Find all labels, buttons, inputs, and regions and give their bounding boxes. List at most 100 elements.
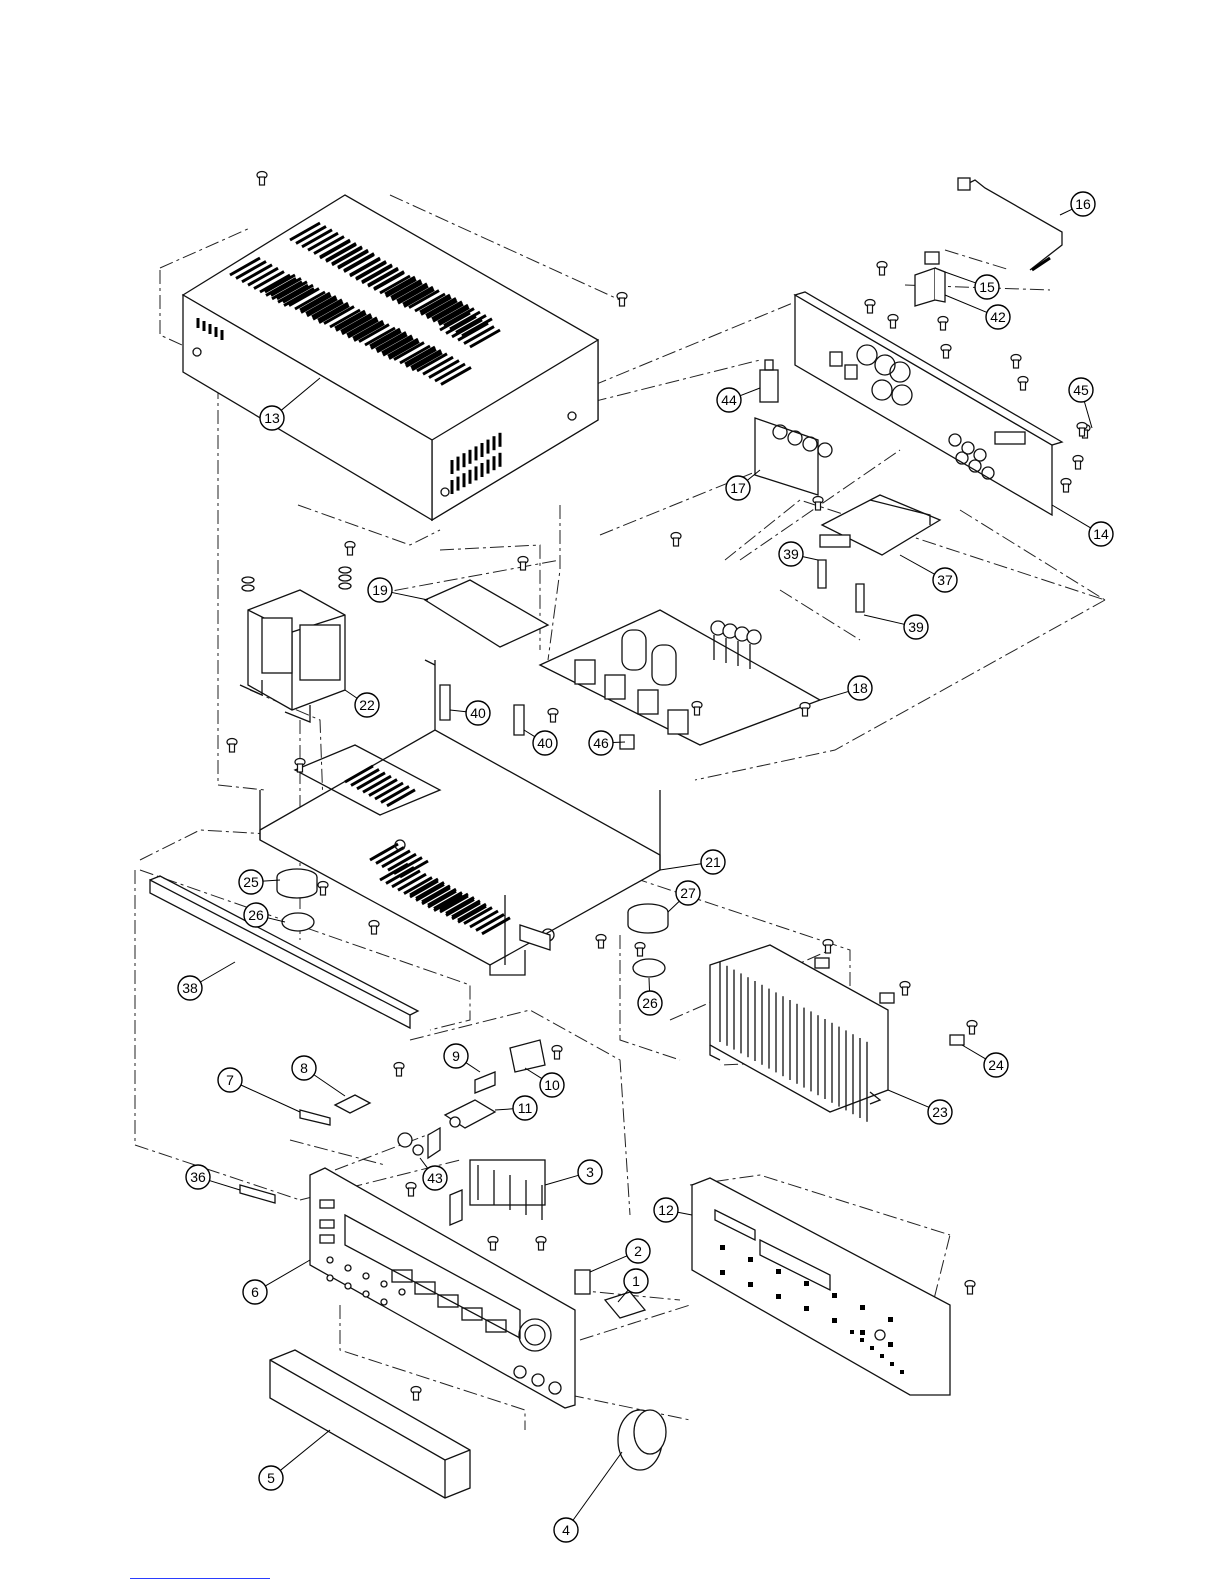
- board-component: [832, 1293, 837, 1298]
- callout-c42: 42: [945, 295, 1010, 329]
- board-component: [888, 1317, 893, 1322]
- panel-button: [363, 1273, 369, 1279]
- callout-label: 18: [852, 680, 868, 696]
- callout-label: 38: [182, 980, 198, 996]
- screw-icon: [877, 262, 887, 276]
- board-component: [870, 1346, 874, 1350]
- terminal-block-board: [755, 418, 832, 495]
- leader-line: [740, 388, 760, 396]
- sub-board: [820, 495, 940, 555]
- callout-label: 3: [586, 1164, 594, 1180]
- callout-c40a: 40: [450, 701, 490, 725]
- callout-c11: 11: [495, 1096, 537, 1120]
- callout-c17: 17: [726, 470, 760, 500]
- board-component: [860, 1305, 865, 1310]
- callout-c37: 37: [900, 555, 957, 592]
- screw-icon: [536, 1237, 546, 1251]
- callout-label: 12: [658, 1202, 674, 1218]
- board-component: [900, 1370, 904, 1374]
- callout-label: 44: [721, 392, 737, 408]
- leader-line: [900, 555, 935, 574]
- callout-label: 16: [1075, 196, 1091, 212]
- leader-line: [888, 1090, 929, 1107]
- leader-line: [241, 1085, 300, 1112]
- leader-line: [962, 1045, 986, 1059]
- screw-icon: [369, 921, 379, 935]
- callout-c26a: 26: [244, 903, 285, 927]
- main-chassis: [260, 660, 660, 975]
- board-component: [776, 1269, 781, 1274]
- callout-label: 1: [632, 1273, 640, 1289]
- panel-button: [399, 1289, 405, 1295]
- leader-line: [450, 710, 466, 712]
- panel-button: [327, 1275, 333, 1281]
- leader-line: [265, 1260, 310, 1286]
- callout-label: 8: [300, 1060, 308, 1076]
- screw-icon: [671, 533, 681, 547]
- panel-button: [363, 1291, 369, 1297]
- screw-icon: [1011, 355, 1021, 369]
- callout-c23: 23: [888, 1090, 952, 1124]
- callout-c39b: 39: [864, 615, 928, 639]
- callout-c45: 45: [1069, 378, 1093, 428]
- callout-label: 26: [642, 995, 658, 1011]
- callout-label: 26: [248, 907, 264, 923]
- power-transformer: [240, 567, 351, 722]
- callout-label: 17: [730, 480, 746, 496]
- callout-c9: 9: [444, 1044, 480, 1072]
- leader-line: [945, 272, 976, 283]
- callout-c15: 15: [945, 272, 999, 299]
- callout-label: 23: [932, 1104, 948, 1120]
- rear-panel: [795, 292, 1062, 515]
- screw-icon: [227, 739, 237, 753]
- callout-label: 39: [908, 619, 924, 635]
- panel-button: [327, 1257, 333, 1263]
- screw-icon: [596, 935, 606, 949]
- callout-label: 40: [537, 735, 553, 751]
- volume-knob: [618, 1410, 666, 1470]
- screw-icon: [967, 1021, 977, 1035]
- callout-c38: 38: [178, 962, 235, 1000]
- board-component: [804, 1281, 809, 1286]
- callout-c24: 24: [962, 1045, 1008, 1077]
- callout-label: 5: [267, 1470, 275, 1486]
- callout-c25: 25: [239, 870, 280, 894]
- panel-button: [345, 1283, 351, 1289]
- heatsink: [710, 945, 964, 1122]
- callout-c3: 3: [545, 1160, 602, 1185]
- leader-line: [678, 1212, 692, 1215]
- panel-button: [345, 1265, 351, 1271]
- callout-c44: 44: [717, 388, 760, 412]
- screw-icon: [1073, 456, 1083, 470]
- screw-icon: [345, 542, 355, 556]
- callout-c16: 16: [1060, 192, 1095, 216]
- leader-line: [573, 1452, 622, 1520]
- rocker-switch: [915, 252, 945, 306]
- board-component: [748, 1257, 753, 1262]
- screw-icon: [552, 1046, 562, 1060]
- callout-c21: 21: [660, 850, 725, 874]
- footer-rule: [130, 1578, 270, 1579]
- leader-line: [495, 1109, 513, 1110]
- board-component: [776, 1294, 781, 1299]
- screw-icon: [394, 1063, 404, 1077]
- screw-icon: [257, 172, 267, 186]
- callout-label: 14: [1093, 526, 1109, 542]
- screw-icon: [635, 943, 645, 957]
- leader-line: [314, 1075, 345, 1096]
- callout-c5: 5: [259, 1430, 330, 1490]
- board-component: [888, 1342, 893, 1347]
- leader-line: [613, 742, 625, 743]
- leader-line: [803, 557, 818, 560]
- callout-label: 43: [427, 1170, 443, 1186]
- board-component: [748, 1282, 753, 1287]
- callout-label: 15: [979, 279, 995, 295]
- screw-icon: [411, 1387, 421, 1401]
- callout-label: 10: [544, 1077, 560, 1093]
- board-component: [804, 1306, 809, 1311]
- leader-line: [864, 615, 904, 624]
- callout-label: 39: [783, 546, 799, 562]
- callout-label: 27: [680, 885, 696, 901]
- leader-line: [590, 1256, 627, 1272]
- callout-label: 13: [264, 410, 280, 426]
